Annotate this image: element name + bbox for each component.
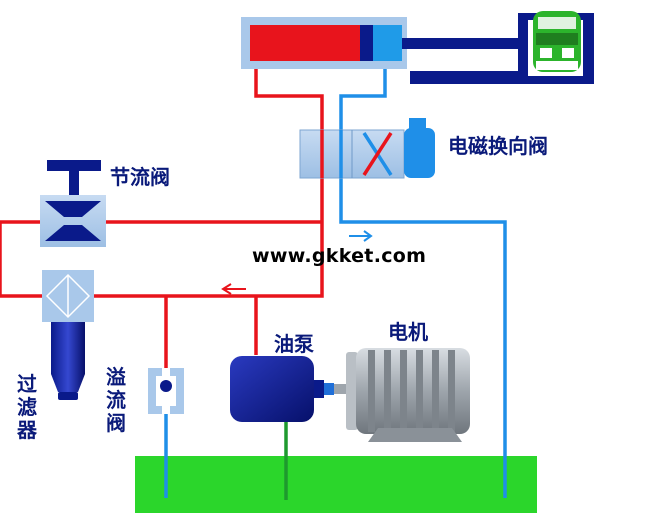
flow-arrow-pressure (221, 283, 246, 295)
watermark-url: www.gkket.com (252, 245, 427, 267)
label-throttle-valve: 节流阀 (110, 165, 170, 189)
filter (42, 270, 94, 400)
solenoid-directional-valve (299, 118, 435, 179)
load-car-icon (410, 11, 594, 84)
oil-tank (135, 456, 537, 513)
label-oil-pump: 油泵 (274, 332, 314, 356)
oil-pump (230, 356, 334, 422)
pressure-lines (0, 60, 324, 368)
hydraulic-cylinder (241, 17, 520, 69)
label-filter: 过滤器 (17, 372, 37, 442)
flow-arrow-return (349, 230, 373, 242)
label-motor: 电机 (388, 320, 428, 344)
electric-motor (334, 348, 470, 442)
label-solenoid-valve: 电磁换向阀 (448, 134, 548, 158)
label-relief-valve: 溢流阀 (106, 365, 126, 435)
relief-valve (148, 368, 184, 414)
throttle-valve (40, 160, 106, 247)
